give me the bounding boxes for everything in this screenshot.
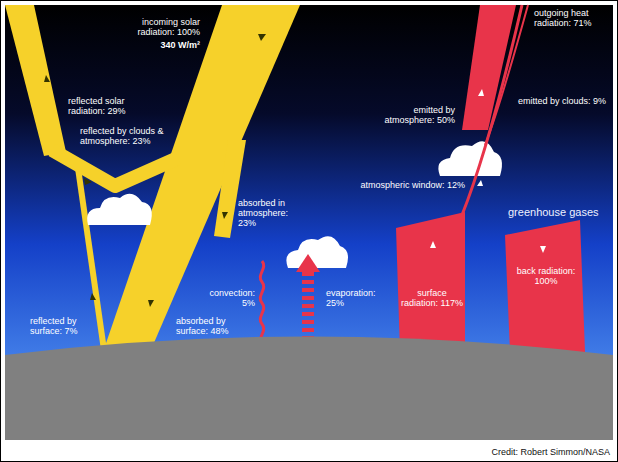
flow-label: reflected by clouds & atmosphere: 23%: [80, 126, 164, 146]
flow-label: back radiation: 100%: [513, 266, 579, 286]
flow-label: reflected solar radiation: 29%: [68, 96, 140, 116]
window-line: [462, 5, 522, 215]
flow-label: absorbed in atmosphere: 23%: [238, 198, 308, 228]
flow-label: absorbed by surface: 48%: [176, 316, 238, 336]
surface-radiation-band: [396, 212, 465, 352]
flow-label: reflected by surface: 7%: [30, 316, 92, 336]
evaporation-arrow: [296, 254, 320, 340]
flow-label: evaporation: 25%: [326, 288, 386, 308]
reflected-solar-band: [5, 5, 66, 156]
solar-flows: [5, 5, 300, 352]
sky: [5, 5, 613, 440]
cloud-reflection-band: [52, 150, 178, 186]
flux-value: 340 W/m²: [120, 40, 200, 50]
flow-label: outgoing heat radiation: 71%: [534, 8, 609, 28]
cloud-emission-line: [485, 5, 528, 145]
flow-label: surface radiation: 117%: [401, 288, 463, 308]
credit-caption: Credit: Robert Simmon/NASA: [400, 447, 610, 457]
region-label: greenhouse gases: [508, 206, 612, 218]
surface-reflection-band: [78, 168, 104, 350]
convection-wave: [260, 261, 263, 345]
flow-label: convection: 5%: [205, 288, 255, 308]
flow-label: atmospheric window: 12%: [335, 180, 465, 190]
ground: [5, 337, 613, 441]
back-radiation-band: [505, 220, 585, 352]
arrowheads: [44, 34, 266, 307]
flow-label: emitted by clouds: 9%: [518, 96, 613, 106]
flow-label: incoming solar radiation: 100%: [120, 17, 200, 37]
flow-label: emitted by atmosphere: 50%: [383, 105, 455, 125]
